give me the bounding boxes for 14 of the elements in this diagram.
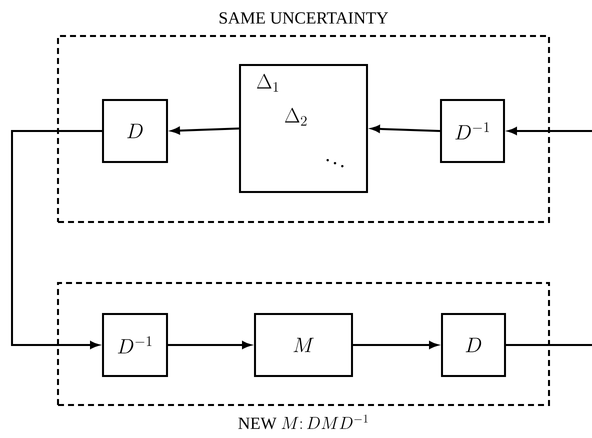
arrow	[371, 125, 440, 133]
arrow	[171, 126, 240, 134]
node-label: SAME UNCERTAINTY	[220, 12, 388, 24]
block-box: $D$	[102, 99, 168, 163]
block-box: $D^{-1}$	[102, 313, 168, 377]
block-box: $\Delta_1$ $\Delta_2$ $\ddots$	[239, 64, 368, 193]
node-label: $\mbox{NEW }M\colon DMD^{-1}$	[238, 414, 368, 430]
block-box: $M$	[254, 313, 353, 377]
arrow	[353, 341, 438, 349]
block-box: $D$	[441, 313, 506, 377]
arrow	[11, 130, 102, 349]
arrow	[168, 341, 251, 349]
block-box: $D^{-1}$	[440, 99, 505, 163]
arrow	[508, 127, 592, 135]
